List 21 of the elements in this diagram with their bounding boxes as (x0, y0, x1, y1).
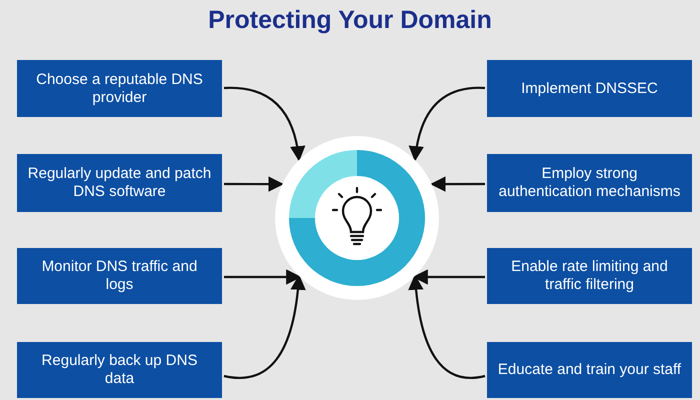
step-text: Educate and train your staff (498, 361, 682, 379)
arrow (224, 176, 284, 192)
step-box (17, 342, 222, 398)
step-box (487, 342, 692, 398)
step-text: Choose a reputable DNS provider (35, 70, 204, 106)
title: Protecting Your Domain (208, 6, 492, 34)
arrow (430, 176, 485, 192)
step-text: Monitor DNS traffic and logs (40, 258, 198, 294)
step-box (17, 60, 222, 117)
step-box (487, 248, 692, 304)
arrow (224, 86, 305, 162)
step-text: Regularly update and patch DNS software (27, 165, 212, 201)
arrow (409, 86, 486, 162)
step-box (487, 154, 692, 212)
step-box (487, 60, 692, 117)
step-text: Employ strong authentication mechanisms (498, 165, 682, 201)
step-text: Enable rate limiting and traffic filtering (510, 258, 669, 294)
step-text: Regularly back up DNS data (40, 352, 198, 388)
step-box (17, 154, 222, 212)
step-box (17, 248, 222, 304)
step-text: Implement DNSSEC (521, 80, 658, 98)
